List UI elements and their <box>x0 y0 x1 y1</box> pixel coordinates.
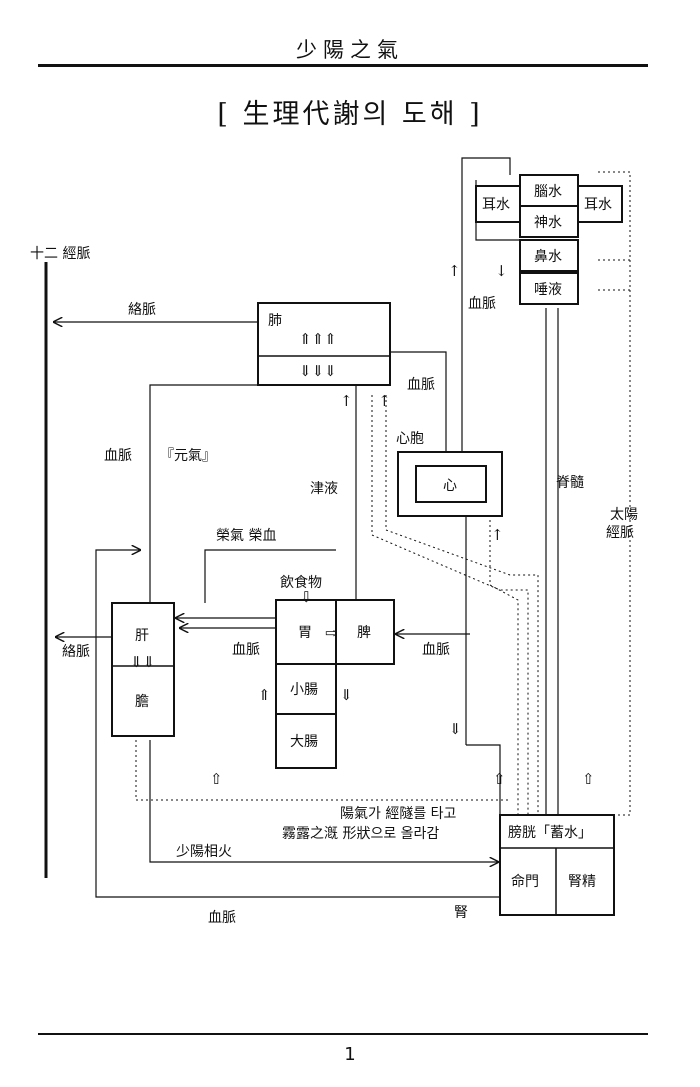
running-head: 少陽之氣 <box>296 38 404 62</box>
ear-left-label: 耳水 <box>482 197 510 213</box>
bladder-up-arrow-2: ⇧ <box>582 770 595 788</box>
dotted-flow-2 <box>385 395 539 815</box>
stomach-spleen-arrow: ⇨ <box>325 624 338 642</box>
stomach-label: 胃 <box>298 625 312 641</box>
shaoyang-fire-label: 少陽相火 <box>176 844 232 860</box>
taiyang-branch <box>598 259 630 291</box>
nose-box <box>519 239 579 272</box>
page-number: 1 <box>344 1044 356 1065</box>
blood-vessel-lung-label: 血脈 <box>407 377 435 393</box>
liver-box <box>111 602 175 737</box>
heart-up-line <box>461 157 511 452</box>
spirit-label: 神水 <box>534 215 562 231</box>
footer-rule <box>38 1033 648 1035</box>
shaoyang-fire-line <box>149 740 498 862</box>
kidney-essence-label: 腎精 <box>568 874 596 890</box>
blood-vessel-left-label: 血脈 <box>104 448 132 464</box>
ear-left-box <box>475 185 521 223</box>
heart-down-arrow: ↓ <box>495 262 508 280</box>
blood-vessel-spleen-label: 血脈 <box>422 642 450 658</box>
saliva-label: 唾液 <box>534 282 562 298</box>
lung-liver-line <box>149 384 258 603</box>
spirit-box <box>519 205 579 238</box>
fluid-up-arrow: ↑ <box>340 392 353 410</box>
heart-up-arrow: ↑ <box>448 262 461 280</box>
spleen-label: 脾 <box>357 625 371 641</box>
liver-up-arrow: ⇧ <box>210 770 223 788</box>
lung-down-arrows: ⇓⇓⇓ <box>299 362 337 380</box>
ear-right-label: 耳水 <box>584 197 612 213</box>
liver-down-arrows: ⇓⇓ <box>130 653 155 671</box>
blood-vessel-stomach-label: 血脈 <box>232 642 260 658</box>
twelve-meridians-label: 十二 經脈 <box>30 246 90 262</box>
collateral-top-label: 絡脈 <box>128 302 156 318</box>
ear-right-box <box>577 185 623 223</box>
taiyang-label-2: 經脈 <box>606 525 634 541</box>
heart-bladder-line <box>466 744 501 815</box>
nutrient-line <box>204 549 336 603</box>
heart-down-double-arrow: ⇓ <box>449 720 462 738</box>
food-down-arrow: ⇩ <box>300 588 313 606</box>
saliva-box <box>519 272 579 305</box>
spleen-box <box>335 599 395 665</box>
dotted-flow-4 <box>135 740 510 801</box>
large-intestine-box <box>275 713 337 769</box>
small-int-up-arrow: ⇑ <box>258 686 271 704</box>
spinal-cord-label: 脊髓 <box>556 475 584 491</box>
heart-outer-label: 心胞 <box>396 431 424 447</box>
collateral-left-label: 絡脈 <box>62 644 90 660</box>
heart-inner-box <box>415 465 487 503</box>
header-rule <box>38 64 648 67</box>
lung-heart-line <box>390 351 447 452</box>
nutrient-label: 榮氣 榮血 <box>216 528 276 544</box>
bladder-up-arrow-1: ⇧ <box>493 770 506 788</box>
original-qi-label: 『元氣』 <box>160 448 216 464</box>
kidney-label: 腎 <box>454 905 468 921</box>
body-fluid-label: 津液 <box>310 481 338 497</box>
diagram-title: [ 生理代謝의 도해 ] <box>217 99 483 130</box>
yang-qi-line1: 陽氣가 經隧를 타고 <box>340 806 457 822</box>
blood-vessel-bottom-label: 血脈 <box>208 910 236 926</box>
blood-vessel-top-label: 血脈 <box>468 296 496 312</box>
liver-label: 肝 <box>135 628 149 644</box>
yang-qi-line2: 霧露之漑 形狀으로 올라감 <box>282 826 439 842</box>
bladder-box <box>499 814 615 916</box>
gallbladder-label: 膽 <box>135 693 149 710</box>
brain-label: 腦水 <box>534 184 562 200</box>
heart-inner-label: 心 <box>443 478 457 494</box>
lung-box <box>257 302 391 386</box>
food-label: 飲食物 <box>280 574 322 591</box>
large-intestine-label: 大腸 <box>290 734 318 750</box>
bladder-label: 膀胱「蓄水」 <box>508 824 592 841</box>
outer-blood-loop <box>95 550 500 898</box>
nose-label: 鼻水 <box>534 248 562 265</box>
small-intestine-label: 小腸 <box>290 682 318 698</box>
lung-up-arrows: ⇑⇑⇑ <box>299 330 337 348</box>
fluid-up-arrow-2: ↑ <box>378 392 391 410</box>
small-int-down-arrow: ⇓ <box>340 686 353 704</box>
taiyang-label-1: 太陽 <box>610 507 638 523</box>
heart-dotted-up-arrow: ↑ <box>491 526 504 544</box>
lung-label: 肺 <box>268 313 282 329</box>
dotted-flow-3 <box>489 520 519 815</box>
life-gate-label: 命門 <box>511 873 539 890</box>
taiyang-line <box>598 171 631 816</box>
